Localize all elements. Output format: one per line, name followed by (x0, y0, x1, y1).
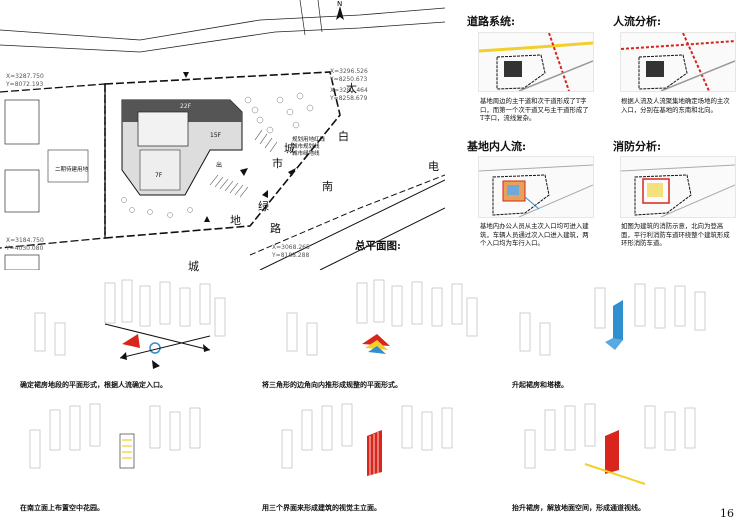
road-label: 白 (338, 130, 349, 143)
diagram-caption-5: 用三个界面来形成建筑的视觉主立面。 (262, 503, 381, 512)
diagram-caption-1: 确定裙房地段的平面形式，根据人流确定入口。 (20, 380, 167, 389)
fire-analysis-text: 如图为建筑的消防示意，北向为登高面，平行利消防车道环绕整个建筑形成环形消防车道。 (621, 222, 730, 248)
road-label: 城 (188, 260, 199, 273)
fire-analysis-image (620, 156, 736, 218)
massing-diagram-6 (505, 400, 735, 500)
road-label: 太 (346, 82, 357, 95)
plan-label: 城市规划线 (292, 144, 320, 150)
people-flow-title: 人流分析: (613, 15, 662, 28)
plan-label: 规划用地红线 (292, 137, 326, 143)
road-label: 地 (230, 214, 241, 227)
coord-label: Y=8258.679 (330, 95, 368, 102)
road-label: 南 (322, 180, 333, 193)
site-plan-title: 总平面图: (355, 240, 401, 252)
road-label: 绿 (258, 200, 269, 213)
inner-flow-text: 基地内办公人员从主次入口均可进入建筑，车辆人员通过次入口进入建筑，两个入口均为车… (480, 222, 589, 248)
svg-text:N: N (337, 0, 342, 8)
plan-label: 出 (216, 162, 223, 169)
floor-label: 22F (180, 103, 192, 110)
coord-label: X=3068.265 (272, 244, 310, 251)
coord-label: X=3287.750 (6, 73, 44, 80)
inner-flow-image (478, 156, 594, 218)
coord-label: X=3296.526 (330, 68, 368, 75)
road-system-image (478, 32, 594, 92)
inner-flow-title: 基地内人流: (467, 140, 527, 153)
north-arrow-icon: N (336, 0, 344, 20)
massing-diagram-3 (505, 278, 735, 378)
diagram-caption-2: 将三角形的边角向内推形成规整的平面形式。 (262, 380, 402, 389)
road-label: 路 (270, 222, 281, 235)
floor-label: 7F (155, 172, 163, 179)
road-system-text: 基地周边的主干道和次干道形成了T字口，而第一个次干道又与主干道形成了T字口，流线… (480, 97, 589, 123)
site-plan-drawing: N (0, 0, 445, 270)
plan-label: 二期待建用地 (55, 167, 89, 173)
road-label: 电 (428, 160, 439, 173)
diagram-caption-4: 在南立面上布置空中花园。 (20, 503, 104, 512)
coord-label: Y=8250.673 (330, 76, 368, 83)
coord-label: X=3281.464 (330, 87, 368, 94)
coord-label: Y=8072.193 (6, 81, 44, 88)
diagram-caption-3: 升起裙房和塔楼。 (512, 380, 568, 389)
coord-label: Y=8188.288 (272, 252, 310, 259)
massing-diagram-5 (262, 400, 502, 500)
road-system-title: 道路系统: (467, 15, 516, 28)
coord-label: X=3184.750 (6, 237, 44, 244)
fire-analysis-title: 消防分析: (613, 140, 662, 153)
massing-diagram-2 (262, 278, 502, 378)
massing-diagram-1 (10, 278, 250, 378)
plan-label: 城市绿地线 (292, 151, 320, 157)
people-flow-image (620, 32, 736, 92)
floor-label: 15F (210, 132, 222, 139)
coord-label: Y=4030.080 (6, 245, 44, 252)
people-flow-text: 根据人流及人流聚集地确定场地的主次入口，分别在基地的东南和北向。 (621, 97, 730, 114)
diagram-caption-6: 抬升裙房，解放地面空间，形成通道视线。 (512, 503, 645, 512)
road-label: 城 (284, 142, 295, 155)
road-label: 市 (272, 157, 283, 170)
massing-diagram-4 (10, 400, 250, 500)
site-plan: N X=3287.750 Y=8072.193 X=3296.526 Y=825… (0, 0, 445, 273)
page-number: 16 (720, 507, 734, 520)
